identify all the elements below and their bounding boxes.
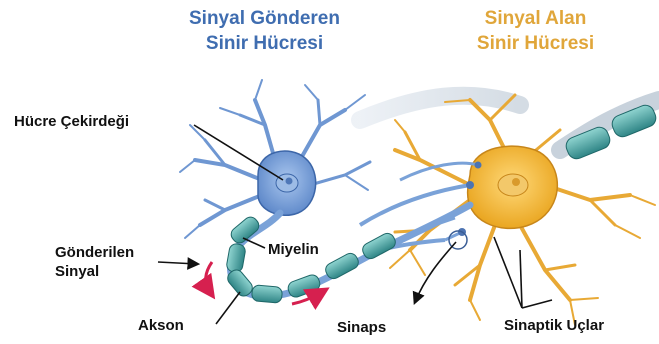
- receiver-neuron-title: Sinyal Alan Sinir Hücresi: [443, 6, 628, 56]
- label-nucleus: Hücre Çekirdeği: [14, 112, 129, 131]
- synapse-leader-line: [415, 242, 456, 302]
- terminal-leader-line-3: [522, 300, 552, 308]
- axon-leader-line: [216, 292, 240, 324]
- sender-cell-body: [258, 151, 316, 215]
- label-sent-signal: Gönderilen Sinyal: [55, 243, 134, 281]
- label-myelin: Miyelin: [268, 240, 319, 259]
- sent-signal-leader-line: [158, 262, 197, 264]
- label-axon: Akson: [138, 316, 184, 335]
- sender-title-line1: Sinyal Gönderen: [157, 6, 372, 31]
- label-sent-signal-line1: Gönderilen: [55, 243, 134, 262]
- sender-neuron-title: Sinyal Gönderen Sinir Hücresi: [157, 6, 372, 56]
- sender-title-line2: Sinir Hücresi: [157, 31, 372, 56]
- receiver-cell-body: [468, 146, 558, 228]
- receiver-title-line2: Sinir Hücresi: [443, 31, 628, 56]
- label-synapse: Sinaps: [337, 318, 386, 337]
- receiver-title-line1: Sinyal Alan: [443, 6, 628, 31]
- terminal-leader-line-1: [494, 237, 522, 308]
- terminal-leader-line-2: [520, 250, 522, 308]
- label-sent-signal-line2: Sinyal: [55, 262, 134, 281]
- label-synaptic-terminals: Sinaptik Uçlar: [504, 316, 604, 335]
